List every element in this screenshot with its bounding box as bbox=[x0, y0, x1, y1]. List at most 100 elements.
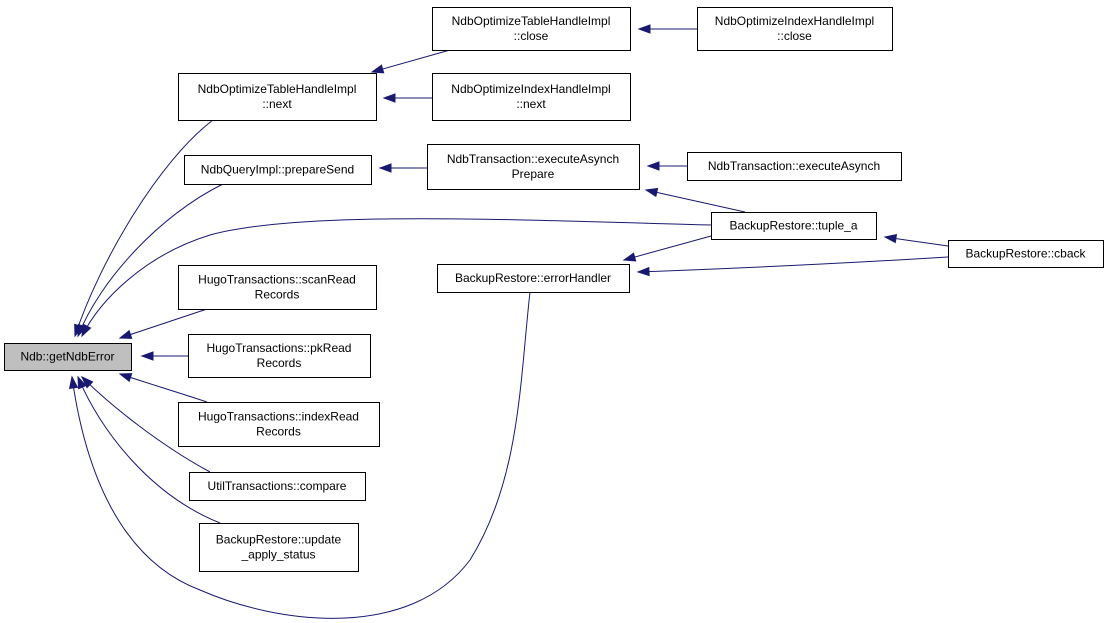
edges-layer bbox=[68, 24, 949, 619]
node-box bbox=[948, 240, 1104, 268]
node-prepareSend[interactable]: NdbQueryImpl::prepareSend bbox=[184, 155, 372, 185]
arrow-head bbox=[140, 351, 154, 361]
node-box bbox=[178, 402, 380, 447]
edge-cback-to-errorHandler bbox=[636, 256, 949, 277]
node-label-line: ::next bbox=[262, 97, 292, 111]
edge-optTableClose-to-optTableNext bbox=[370, 49, 451, 74]
edge-indexRead-to-getNdbError bbox=[118, 373, 208, 403]
node-label-line: Prepare bbox=[512, 167, 555, 181]
node-box bbox=[427, 144, 640, 190]
edge-line bbox=[77, 183, 224, 337]
node-label-line: Records bbox=[256, 425, 301, 439]
edge-scanRead-to-getNdbError bbox=[118, 308, 208, 339]
node-label-line: NdbTransaction::executeAsynch bbox=[708, 159, 880, 173]
node-box bbox=[184, 155, 372, 185]
node-cback[interactable]: BackupRestore::cback bbox=[948, 240, 1104, 268]
node-label-line: HugoTransactions::indexRead bbox=[198, 410, 359, 424]
node-label-line: Records bbox=[255, 288, 300, 302]
node-optIndexClose[interactable]: NdbOptimizeIndexHandleImpl::close bbox=[697, 7, 893, 51]
node-box bbox=[687, 152, 902, 181]
node-optTableNext[interactable]: NdbOptimizeTableHandleImpl::next bbox=[178, 73, 377, 121]
edge-line bbox=[371, 49, 451, 73]
nodes-layer: Ndb::getNdbError NdbOptimizeTableHandleIm… bbox=[4, 7, 1104, 572]
edge-line bbox=[637, 256, 949, 273]
arrow-head bbox=[378, 163, 392, 173]
edge-line bbox=[81, 218, 712, 337]
arrow-head bbox=[68, 375, 79, 390]
node-getNdbError[interactable]: Ndb::getNdbError bbox=[4, 343, 132, 371]
node-execAsynch[interactable]: NdbTransaction::executeAsynch bbox=[687, 152, 902, 181]
node-label-line: NdbQueryImpl::prepareSend bbox=[201, 163, 354, 177]
arrow-head bbox=[118, 329, 133, 339]
edge-utilCompare-to-getNdbError bbox=[80, 375, 211, 473]
arrow-head bbox=[370, 64, 385, 74]
edge-tupleA-to-execAsynchPrepare bbox=[644, 187, 746, 213]
arrow-head bbox=[883, 233, 898, 244]
arrow-head bbox=[637, 24, 651, 34]
edge-optIndexClose-to-optTableClose bbox=[637, 24, 697, 34]
node-box bbox=[178, 265, 377, 310]
node-utilCompare[interactable]: UtilTransactions::compare bbox=[189, 472, 366, 501]
edge-line bbox=[77, 376, 221, 524]
edge-errorHandler-to-getNdbError bbox=[68, 291, 531, 619]
node-label-line: BackupRestore::errorHandler bbox=[455, 271, 611, 285]
edge-line bbox=[81, 376, 211, 473]
node-label-line: ::close bbox=[777, 29, 812, 43]
node-box bbox=[697, 7, 893, 51]
node-box bbox=[188, 334, 371, 378]
node-errorHandler[interactable]: BackupRestore::errorHandler bbox=[437, 264, 630, 293]
arrow-head bbox=[646, 161, 660, 171]
node-label-line: BackupRestore::tuple_a bbox=[729, 219, 857, 233]
edge-line bbox=[623, 235, 712, 261]
node-tupleA[interactable]: BackupRestore::tuple_a bbox=[711, 212, 877, 240]
node-box bbox=[189, 472, 366, 501]
node-optIndexNext[interactable]: NdbOptimizeIndexHandleImpl::next bbox=[432, 73, 631, 121]
node-label-line: BackupRestore::update bbox=[216, 533, 342, 547]
arrow-head bbox=[77, 375, 87, 390]
node-label-line: NdbOptimizeTableHandleImpl bbox=[452, 14, 611, 28]
arrow-head bbox=[622, 252, 637, 262]
node-box bbox=[432, 7, 631, 51]
edge-execAsynchPrepare-to-prepareSend bbox=[378, 163, 427, 173]
arrow-head bbox=[644, 187, 659, 198]
node-box bbox=[178, 73, 377, 121]
edge-line bbox=[71, 291, 531, 619]
node-label-line: NdbOptimizeTableHandleImpl bbox=[198, 82, 357, 96]
node-label-line: NdbTransaction::executeAsynch bbox=[447, 152, 619, 166]
edge-pkRead-to-getNdbError bbox=[140, 351, 188, 361]
node-box bbox=[711, 212, 877, 240]
node-label-line: Ndb::getNdbError bbox=[20, 350, 114, 364]
edge-line bbox=[645, 189, 746, 213]
node-label-line: ::close bbox=[514, 29, 549, 43]
edge-cback-to-tupleA bbox=[883, 233, 949, 247]
node-optTableClose[interactable]: NdbOptimizeTableHandleImpl::close bbox=[432, 7, 631, 51]
node-label-line: ::next bbox=[516, 97, 546, 111]
node-label-line: NdbOptimizeIndexHandleImpl bbox=[451, 82, 610, 96]
node-label-line: NdbOptimizeIndexHandleImpl bbox=[715, 14, 874, 28]
edge-tupleA-to-errorHandler bbox=[622, 235, 712, 262]
arrow-head bbox=[81, 323, 92, 338]
node-box bbox=[437, 264, 630, 293]
arrow-head bbox=[80, 375, 94, 389]
node-label-line: BackupRestore::cback bbox=[965, 247, 1086, 261]
node-label-line: HugoTransactions::scanRead bbox=[198, 273, 356, 287]
node-updateApply[interactable]: BackupRestore::update_apply_status bbox=[199, 523, 359, 572]
edge-tupleA-to-getNdbError bbox=[81, 218, 712, 338]
node-label-line: Records bbox=[257, 356, 302, 370]
edge-execAsynch-to-execAsynchPrepare bbox=[646, 161, 687, 171]
edge-prepareSend-to-getNdbError bbox=[77, 183, 224, 338]
edge-optIndexNext-to-optTableNext bbox=[382, 93, 432, 103]
edge-line bbox=[119, 308, 208, 339]
node-label-line: _apply_status bbox=[240, 548, 315, 562]
edge-updateApply-to-getNdbError bbox=[77, 375, 221, 524]
edge-line bbox=[74, 119, 214, 337]
node-box bbox=[4, 343, 132, 371]
edge-line bbox=[119, 373, 208, 403]
arrow-head bbox=[382, 93, 396, 103]
node-label-line: HugoTransactions::pkRead bbox=[207, 341, 352, 355]
